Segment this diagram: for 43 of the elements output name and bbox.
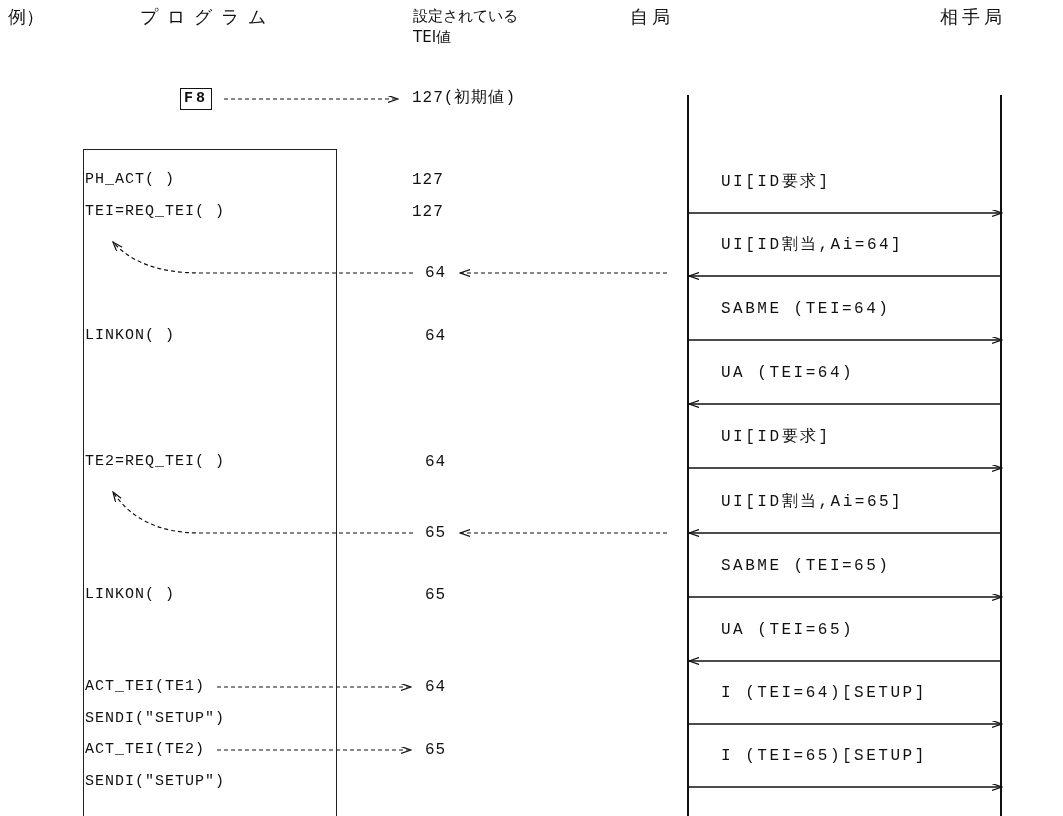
arrow [459, 528, 668, 538]
code-line: ACT_TEI(TE1) [85, 677, 206, 697]
value-text: 127(初期値) [412, 88, 516, 108]
arrow [688, 528, 1003, 538]
value-text: 65 [425, 523, 447, 543]
column-heading: プログラム [140, 6, 275, 28]
arrow [112, 241, 414, 274]
arrow [223, 94, 399, 104]
value-text: 64 [425, 326, 447, 346]
code-line: PH_ACT( ) [85, 170, 175, 190]
column-heading: 設定されているTEI値 [413, 6, 519, 48]
value-text: 65 [425, 740, 447, 760]
arrow [216, 682, 412, 692]
code-line: SENDI("SETUP") [85, 709, 226, 729]
value-text: 64 [425, 452, 447, 472]
arrow [688, 592, 1003, 602]
code-line: TE2=REQ_TEI( ) [85, 452, 226, 472]
arrow [688, 271, 1003, 281]
code-line: LINKON( ) [85, 585, 175, 605]
code-line: TEI=REQ_TEI( ) [85, 202, 226, 222]
station-heading: 相手局 [940, 6, 1006, 28]
code-line: SENDI("SETUP") [85, 772, 226, 792]
value-text: 127 [412, 202, 444, 222]
arrow [688, 463, 1003, 473]
program-box [83, 149, 337, 816]
arrow [688, 399, 1003, 409]
value-text: 127 [412, 170, 444, 190]
arrow [688, 208, 1003, 218]
station-heading: 自局 [630, 6, 674, 28]
value-text: 64 [425, 263, 447, 283]
arrow [688, 656, 1003, 666]
code-line: ACT_TEI(TE2) [85, 740, 206, 760]
function-key: F8 [180, 88, 212, 110]
arrow [459, 268, 668, 278]
arrow [112, 491, 414, 534]
arrow [688, 782, 1003, 792]
value-text: 64 [425, 677, 447, 697]
arrow [688, 719, 1003, 729]
arrow [216, 745, 412, 755]
label-text: 例） [8, 6, 44, 28]
arrow [688, 335, 1003, 345]
code-line: LINKON( ) [85, 326, 175, 346]
value-text: 65 [425, 585, 447, 605]
